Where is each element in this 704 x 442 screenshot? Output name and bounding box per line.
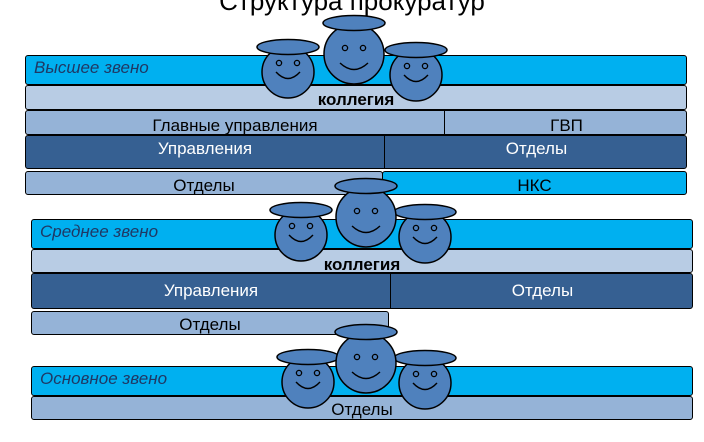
base-level-bar: Основное звено xyxy=(31,366,693,396)
top-row2-bar: Управления Отделы xyxy=(25,135,687,169)
top-row3-left-bar: Отделы xyxy=(25,171,383,195)
base-level-label: Основное звено xyxy=(40,369,168,388)
middle-directorates: Управления xyxy=(163,281,259,300)
middle-level-bar: Среднее звено xyxy=(31,219,693,249)
top-main-directorates: Главные управления xyxy=(152,115,318,135)
top-departments: Отделы xyxy=(505,139,568,158)
top-gvp: ГВП xyxy=(550,115,583,135)
top-row1-divider xyxy=(444,111,445,134)
top-directorates: Управления xyxy=(157,139,253,158)
top-row2-divider xyxy=(384,136,385,168)
top-nks: НКС xyxy=(517,175,552,195)
base-row1-departments: Отделы xyxy=(331,400,393,419)
middle-row2-departments: Отделы xyxy=(179,315,241,334)
middle-row2-bar: Отделы xyxy=(31,311,389,335)
diagram-title: Структура прокуратур xyxy=(219,0,485,16)
top-level-bar: Высшее звено xyxy=(25,55,687,85)
middle-row1-divider xyxy=(390,274,391,308)
top-row3-departments: Отделы xyxy=(173,175,235,195)
top-board-label: коллегия xyxy=(317,90,395,109)
top-level-label: Высшее звено xyxy=(34,58,149,77)
base-row1-bar: Отделы xyxy=(31,396,693,420)
middle-board-bar: коллегия xyxy=(31,249,693,274)
top-row3-right-bar: НКС xyxy=(382,171,687,195)
middle-row1-bar: Управления Отделы xyxy=(31,273,693,309)
middle-departments: Отделы xyxy=(511,281,574,300)
middle-level-label: Среднее звено xyxy=(40,222,159,241)
top-board-bar: коллегия xyxy=(25,85,687,110)
top-row1-bar: Главные управления ГВП xyxy=(25,110,687,135)
middle-board-label: коллегия xyxy=(323,255,401,274)
